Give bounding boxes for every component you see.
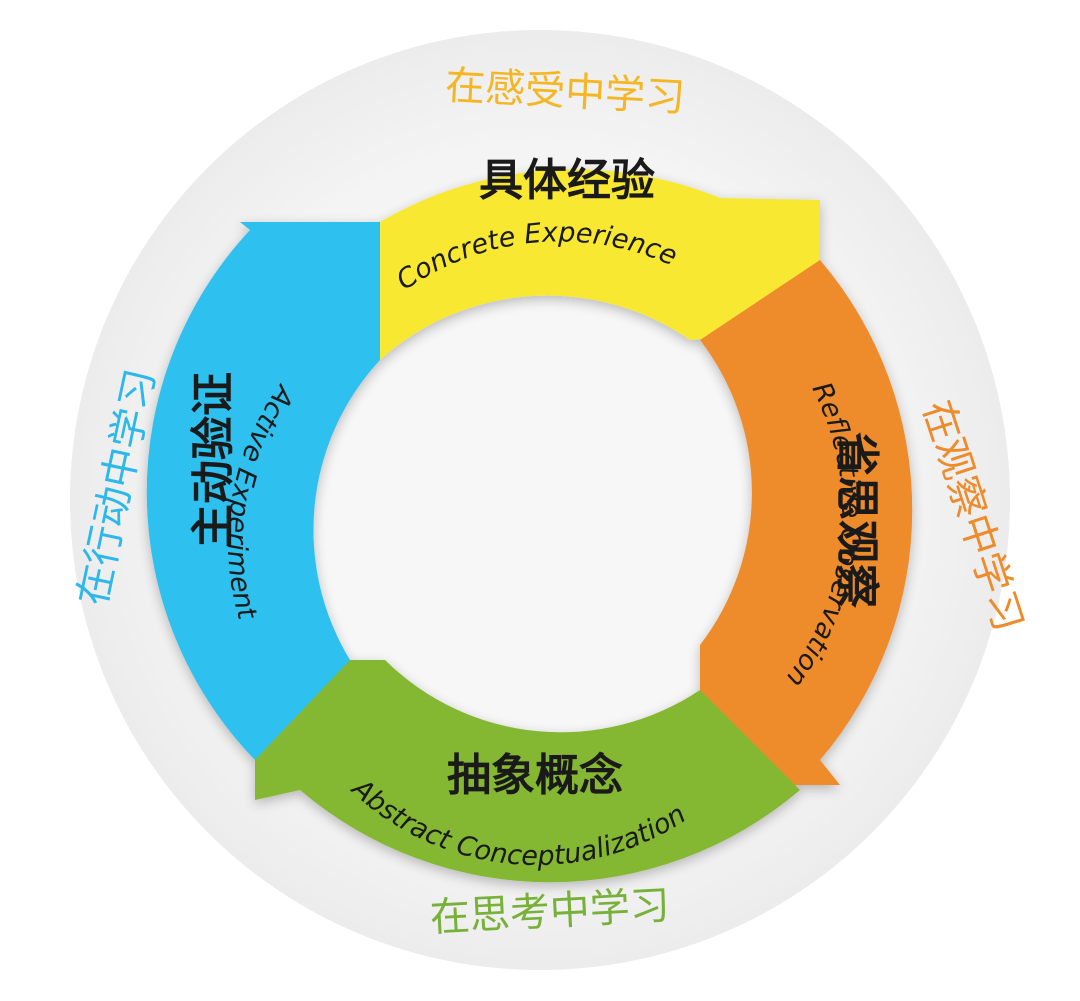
active-experiment-arrow <box>146 222 380 760</box>
abstract-conceptualization-title: 抽象概念 <box>447 750 623 801</box>
abstract-conceptualization-arrow <box>255 660 800 883</box>
concrete-experience-arrow <box>380 169 820 360</box>
ring-arrows <box>146 169 913 883</box>
concrete-experience-title: 具体经验 <box>479 155 655 206</box>
reflective-observation-title: 省思观察 <box>831 432 882 608</box>
inner-disc <box>290 250 790 750</box>
active-experiment-title: 主动验证 <box>188 372 239 548</box>
reflective-observation-arrow <box>700 260 913 785</box>
